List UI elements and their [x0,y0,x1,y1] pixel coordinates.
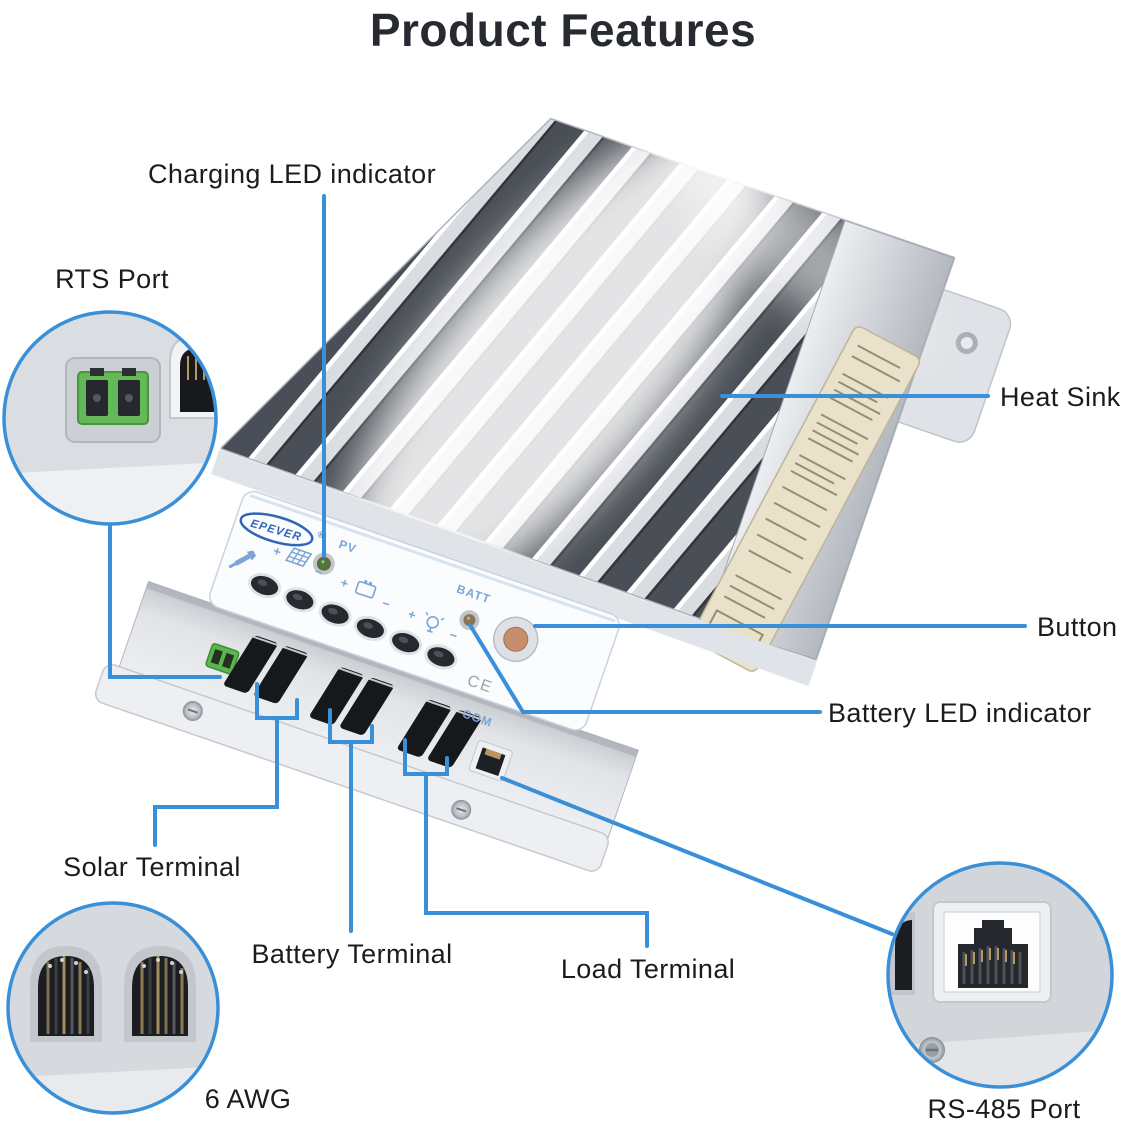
solar-terminal-openings [224,635,308,704]
flange-screw [182,701,203,722]
label-load-terminal: Load Terminal [561,954,735,984]
wire-gauge-inset-ring [6,901,220,1115]
label-wire-gauge: 6 AWG [205,1084,292,1114]
wire-opening [124,946,196,1042]
rts-inset-ring [2,310,218,526]
label-button: Button [1037,612,1117,642]
flange-screw [451,799,472,820]
com-port [468,740,513,782]
panel-screw [919,1037,945,1063]
label-battery-led: Battery LED indicator [828,698,1092,728]
load-terminal-openings [397,699,482,768]
faceplate-screws [247,572,458,670]
rs485-inset [886,861,1114,1089]
rs485-jack [932,901,1052,1003]
label-heat-sink: Heat Sink [1000,382,1121,412]
rts-port-inset [2,310,218,526]
rts-port-leader [108,524,222,679]
label-charging-led: Charging LED indicator [148,159,436,189]
battery-led-leader [468,623,822,714]
leader-lines [108,194,1027,948]
label-rs485-port: RS-485 Port [928,1094,1081,1124]
page-title: Product Features [370,4,756,56]
terminal-openings [224,635,483,768]
battery-led-icon [459,610,480,631]
load-leader [424,772,649,948]
rts-green-terminal [77,368,149,425]
charge-controller-device: COM EPEVER ® PV [94,117,1012,872]
rs485-leader [500,776,894,936]
rs485-inset-ring [886,861,1114,1089]
label-rts-port: RTS Port [55,264,169,294]
pv-led-label: PV [337,537,359,556]
heat-sink [220,117,956,672]
label-solar-terminal: Solar Terminal [63,852,241,882]
wire-opening [30,946,102,1042]
wrench-icon [228,550,257,569]
battery-terminal-openings [310,667,394,735]
settings-button [492,616,539,663]
rts-connector [205,642,240,675]
wire-gauge-inset [6,901,220,1115]
faceplate: EPEVER ® PV + [208,490,621,731]
callout-labels: Charging LED indicator RTS Port Heat Sin… [55,159,1121,1124]
solar-leader [153,716,279,847]
label-battery-terminal: Battery Terminal [252,939,453,969]
registered-mark: ® [316,529,325,541]
pv-led-icon [312,552,335,575]
